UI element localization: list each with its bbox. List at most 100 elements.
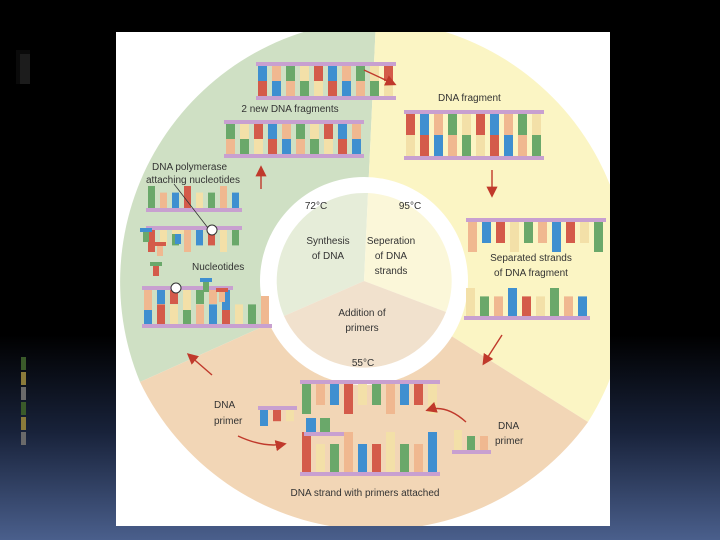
dna-backbone — [464, 316, 590, 320]
dna-base — [272, 81, 281, 96]
nucleotide — [172, 230, 184, 234]
dna-base — [406, 135, 415, 156]
dna-base — [482, 222, 491, 243]
dna-base — [494, 296, 503, 316]
dna-base — [338, 124, 347, 139]
dna-base — [144, 290, 152, 310]
nucleotide — [216, 288, 228, 292]
dna-base — [324, 124, 333, 139]
arrow-to-annealing — [482, 334, 503, 366]
dna-backbone — [146, 226, 242, 230]
dna-base — [480, 436, 488, 450]
dna-base — [196, 290, 204, 304]
dna-base — [504, 114, 513, 135]
dna-backbone — [256, 62, 396, 66]
dna-base — [594, 222, 603, 252]
dna-base — [261, 296, 269, 324]
dna-base — [330, 384, 339, 405]
dna-base — [578, 296, 587, 316]
inner-addition — [284, 281, 446, 368]
dna-base — [490, 114, 499, 135]
nucleotide — [143, 232, 149, 242]
dna-backbone — [142, 324, 272, 328]
dna-base — [428, 432, 437, 472]
dna-base — [324, 139, 333, 154]
dna-base — [184, 230, 191, 252]
dna-backbone — [256, 96, 396, 100]
primer-left-label-1: DNA — [214, 400, 235, 411]
dna-base — [496, 222, 505, 243]
dna-fragment-label: DNA fragment — [438, 93, 501, 104]
dna-base — [420, 114, 429, 135]
temp-55: 55°C — [352, 358, 374, 369]
dna-backbone — [466, 218, 606, 222]
dna-base — [476, 114, 485, 135]
dna-base — [268, 139, 277, 154]
dna-base — [580, 222, 589, 243]
dna-base — [448, 135, 457, 156]
separation-label-1: Seperation — [367, 236, 415, 247]
dna-base — [536, 296, 545, 316]
dna-base — [258, 81, 267, 96]
dna-base — [286, 410, 294, 422]
dna-base — [328, 81, 337, 96]
nucleotide — [140, 228, 152, 232]
dna-backbone — [142, 286, 233, 290]
dna-base — [170, 304, 178, 324]
dna-base — [448, 114, 457, 135]
accent-chip — [21, 372, 26, 385]
dna-base — [538, 222, 547, 243]
dna-base — [314, 66, 323, 81]
dna-base — [160, 192, 167, 208]
dna-base — [300, 66, 309, 81]
dna-base — [272, 66, 281, 81]
dna-base — [232, 192, 239, 208]
dna-base — [434, 135, 443, 156]
dna-base — [208, 230, 215, 246]
dna-base — [467, 436, 475, 450]
dna-base — [306, 418, 316, 432]
dna-base — [296, 139, 305, 154]
dna-base — [184, 186, 191, 208]
nucleotide — [200, 278, 212, 282]
dna-base — [386, 384, 395, 414]
separated-label-1: Separated strands — [490, 253, 572, 264]
polymerase-label-1: DNA polymerase — [152, 162, 227, 173]
inner-synthesis — [276, 192, 368, 316]
dna-base — [260, 410, 268, 426]
dna-base — [420, 135, 429, 156]
dna-base — [384, 66, 393, 81]
nucleotide — [203, 282, 209, 292]
dna-base — [414, 444, 423, 472]
dna-base — [302, 432, 311, 472]
new-fragments-label: 2 new DNA fragments — [241, 104, 338, 115]
dna-base — [370, 81, 379, 96]
dna-base — [310, 124, 319, 139]
polymerase-pointer — [173, 183, 209, 229]
dna-base — [208, 192, 215, 208]
dna-backbone — [404, 156, 544, 160]
dna-backbone — [224, 154, 364, 158]
nucleotides-label: Nucleotides — [192, 262, 244, 273]
arrow-primer-right — [425, 402, 467, 423]
dna-base — [476, 135, 485, 156]
dna-base — [342, 66, 351, 81]
dna-base — [400, 444, 409, 472]
dna-base — [356, 66, 365, 81]
dna-base — [352, 139, 361, 154]
separation-label-3: strands — [375, 266, 408, 277]
accent-chip — [21, 387, 26, 400]
dna-base — [504, 135, 513, 156]
dna-backbone — [304, 432, 344, 436]
dna-base — [226, 124, 235, 139]
dna-base — [344, 384, 353, 414]
dna-base — [300, 81, 309, 96]
nucleotide — [175, 234, 181, 244]
dna-base — [240, 139, 249, 154]
dna-base — [196, 230, 203, 246]
dna-base — [532, 135, 541, 156]
dna-base — [352, 124, 361, 139]
dna-base — [254, 139, 263, 154]
dna-base — [468, 222, 477, 252]
dna-base — [338, 139, 347, 154]
